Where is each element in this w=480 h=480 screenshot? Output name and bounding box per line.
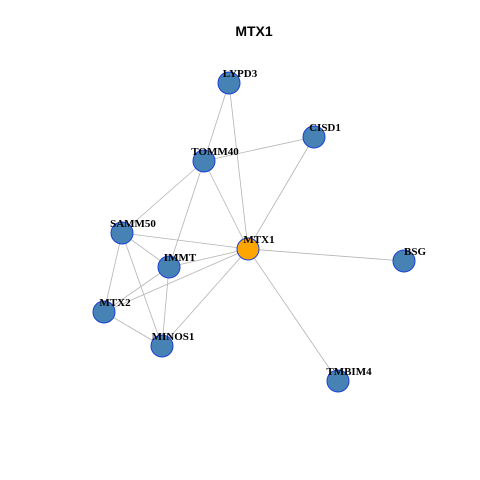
node-circle: [192, 149, 216, 173]
node-label: MTX2: [99, 297, 131, 309]
node-cisd1: CISD1: [302, 122, 341, 149]
node-tomm40: TOMM40: [191, 146, 239, 173]
node-lypd3: LYPD3: [217, 68, 258, 95]
node-mtx1: MTX1: [236, 234, 275, 261]
edge-samm50-minos1: [121, 232, 163, 347]
edge-cisd1-mtx1: [247, 136, 315, 250]
node-label: LYPD3: [223, 68, 258, 80]
node-tmbim4: TMBIM4: [326, 366, 372, 393]
edge-immt-minos1: [161, 266, 170, 347]
edge-minos1-mtx1: [161, 248, 249, 347]
node-immt: IMMT: [157, 252, 197, 279]
node-samm50: SAMM50: [110, 218, 156, 245]
edge-tomm40-samm50: [121, 160, 205, 234]
edge-lypd3-tomm40: [203, 82, 230, 162]
node-circle: [302, 125, 326, 149]
edge-tomm40-mtx1: [203, 160, 249, 250]
edge-lypd3-mtx1: [228, 82, 249, 250]
diagram-title: MTX1: [235, 23, 273, 39]
edge-samm50-mtx1: [121, 232, 249, 250]
node-label: MINOS1: [152, 331, 195, 343]
node-circle: [150, 334, 174, 358]
node-mtx2: MTX2: [92, 297, 131, 324]
node-label: MTX1: [243, 234, 274, 246]
node-circle: [392, 249, 416, 273]
node-circle: [157, 255, 181, 279]
edge-immt-mtx1: [168, 248, 249, 268]
node-circle: [217, 71, 241, 95]
node-label: TMBIM4: [326, 366, 372, 378]
node-label: CISD1: [309, 122, 341, 134]
node-label: BSG: [404, 246, 426, 258]
edge-tomm40-immt: [168, 160, 205, 268]
node-circle: [92, 300, 116, 324]
edge-samm50-mtx2: [103, 232, 123, 313]
node-circle: [326, 369, 350, 393]
edge-tomm40-cisd1: [203, 136, 315, 162]
node-circle: [110, 221, 134, 245]
edge-immt-mtx2: [103, 266, 170, 313]
node-label: IMMT: [164, 252, 197, 264]
node-circle: [236, 237, 260, 261]
node-label: TOMM40: [191, 146, 239, 158]
edge-mtx1-bsg: [247, 248, 405, 262]
edge-mtx1-tmbim4: [247, 248, 339, 382]
node-minos1: MINOS1: [150, 331, 195, 358]
node-bsg: BSG: [392, 246, 426, 273]
node-label: SAMM50: [110, 218, 156, 230]
edge-mtx2-mtx1: [103, 248, 249, 313]
